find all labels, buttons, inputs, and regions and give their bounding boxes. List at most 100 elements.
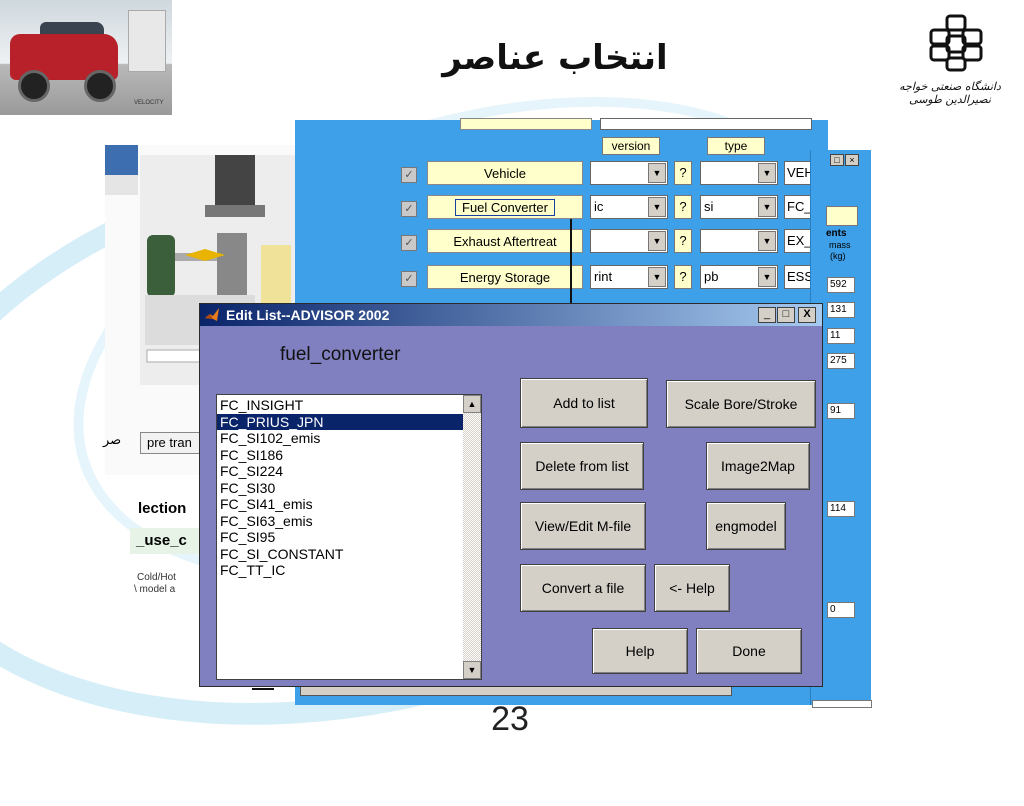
add-to-list-button[interactable]: Add to list <box>520 378 648 428</box>
type-header: type <box>707 137 765 155</box>
car-wheel <box>18 70 50 102</box>
list-item[interactable]: FC_SI95 <box>220 529 276 545</box>
fuel-converter-help-button[interactable]: ? <box>674 195 692 219</box>
energy-storage-checkbox[interactable]: ✓ <box>401 271 417 287</box>
dialog-title-bar[interactable] <box>200 304 822 326</box>
exhaust-type-combo[interactable]: ▼ <box>700 229 778 253</box>
ents-label: ents <box>826 228 847 239</box>
selection-label: lection <box>138 500 187 517</box>
fuel-converter-button[interactable]: Fuel Converter <box>427 195 583 219</box>
diagram-band <box>105 175 138 195</box>
pre-tran-field[interactable]: pre tran <box>140 432 202 454</box>
fuel-converter-checkbox[interactable]: ✓ <box>401 201 417 217</box>
mass-value[interactable]: 91 <box>827 403 855 419</box>
close-button[interactable]: X <box>798 307 816 323</box>
university-logo-icon <box>929 14 983 72</box>
mass-value[interactable]: 11 <box>827 328 855 344</box>
kg-label: (kg) <box>830 251 846 261</box>
exhaust-help-button[interactable]: ? <box>674 229 692 253</box>
list-item-selected[interactable]: FC_PRIUS_JPN <box>217 413 463 430</box>
chevron-down-icon: ▼ <box>758 163 776 183</box>
delete-from-list-button[interactable]: Delete from list <box>520 442 644 490</box>
mass-value[interactable]: 0 <box>827 602 855 618</box>
fuel-converter-label: Fuel Converter <box>455 199 555 216</box>
exhaust-version-combo[interactable]: ▼ <box>590 229 668 253</box>
list-item[interactable]: FC_SI186 <box>220 446 284 463</box>
fuel-converter-listbox[interactable]: FC_INSIGHT FC_PRIUS_JPN FC_SI102_emis FC… <box>216 394 482 680</box>
scroll-up-icon[interactable]: ▲ <box>463 395 481 413</box>
version-header: version <box>602 137 660 155</box>
close-icon[interactable]: × <box>845 154 859 166</box>
page-number: 23 <box>491 700 529 738</box>
exhaust-aftertreat-button[interactable]: Exhaust Aftertreat <box>427 229 583 253</box>
list-item[interactable]: FC_SI41_emis <box>220 496 313 512</box>
vehicle-version-combo[interactable]: ▼ <box>590 161 668 185</box>
done-button[interactable]: Done <box>696 628 802 674</box>
vehicle-button[interactable]: Vehicle <box>427 161 583 185</box>
chevron-down-icon: ▼ <box>758 231 776 251</box>
top-clipped-combo <box>600 118 812 130</box>
connector-line <box>570 219 572 321</box>
dialog-title: Edit List--ADVISOR 2002 <box>226 307 390 323</box>
energy-storage-type-combo[interactable]: pb▼ <box>700 265 778 289</box>
mass-value[interactable]: 131 <box>827 302 855 318</box>
energy-storage-button[interactable]: Energy Storage <box>427 265 583 289</box>
cold-hot-text: Cold/Hot <box>137 572 176 583</box>
chevron-down-icon: ▼ <box>648 267 666 287</box>
list-item[interactable]: FC_SI_CONSTANT <box>220 545 344 562</box>
list-item[interactable]: FC_SI102_emis <box>220 430 321 446</box>
chevron-down-icon: ▼ <box>648 197 666 217</box>
vehicle-type-combo[interactable]: ▼ <box>700 161 778 185</box>
car-display-sign <box>128 10 166 72</box>
listbox-scrollbar[interactable]: ▲ ▼ <box>463 395 481 679</box>
car-wheel <box>84 70 116 102</box>
exhaust-checkbox[interactable]: ✓ <box>401 235 417 251</box>
slide-title: انتخاب عناصر <box>442 38 668 78</box>
fuel-converter-type-combo[interactable]: si▼ <box>700 195 778 219</box>
left-fragment-text: صر <box>103 432 122 447</box>
list-item[interactable]: FC_INSIGHT <box>220 397 304 413</box>
chevron-down-icon: ▼ <box>758 267 776 287</box>
minimize-button[interactable]: _ <box>758 307 776 323</box>
diagram-header-bar <box>105 145 138 175</box>
vehicle-help-button[interactable]: ? <box>674 161 692 185</box>
car-caption: VELOCITY <box>134 100 164 106</box>
mass-value[interactable]: 114 <box>827 501 855 517</box>
energy-storage-help-button[interactable]: ? <box>674 265 692 289</box>
edit-list-dialog: Edit List--ADVISOR 2002 _ □ X fuel_conve… <box>199 303 823 687</box>
help-button[interactable]: Help <box>592 628 688 674</box>
bottom-bracket <box>252 688 274 690</box>
chevron-down-icon: ▼ <box>758 197 776 217</box>
bottom-clipped-field <box>812 700 872 708</box>
scroll-down-icon[interactable]: ▼ <box>463 661 481 679</box>
list-items: FC_INSIGHT FC_PRIUS_JPN FC_SI102_emis FC… <box>217 397 463 579</box>
mass-field-top <box>826 206 858 226</box>
mass-value[interactable]: 592 <box>827 277 855 293</box>
matlab-icon <box>205 308 219 321</box>
convert-file-button[interactable]: Convert a file <box>520 564 646 612</box>
car-photo: VELOCITY <box>0 0 172 115</box>
fuel-converter-version-combo[interactable]: ic▼ <box>590 195 668 219</box>
list-item[interactable]: FC_SI30 <box>220 479 276 496</box>
component-label: fuel_converter <box>280 344 401 365</box>
engmodel-button[interactable]: engmodel <box>706 502 786 550</box>
view-edit-mfile-button[interactable]: View/Edit M-file <box>520 502 646 550</box>
image2map-button[interactable]: Image2Map <box>706 442 810 490</box>
vehicle-checkbox[interactable]: ✓ <box>401 167 417 183</box>
chevron-down-icon: ▼ <box>648 231 666 251</box>
maximize-icon[interactable]: □ <box>830 154 844 166</box>
arrow-help-button[interactable]: <- Help <box>654 564 730 612</box>
mass-label: mass <box>829 240 851 250</box>
chevron-down-icon: ▼ <box>648 163 666 183</box>
top-clipped-button <box>460 118 592 130</box>
use-cold-field: _use_c <box>130 528 202 554</box>
mass-value[interactable]: 275 <box>827 353 855 369</box>
model-text: \ model a <box>134 584 176 595</box>
university-name: دانشگاه صنعتی خواجه نصیرالدین طوسی <box>899 80 1001 106</box>
maximize-button[interactable]: □ <box>777 307 795 323</box>
scale-bore-stroke-button[interactable]: Scale Bore/Stroke <box>666 380 816 428</box>
energy-storage-version-combo[interactable]: rint▼ <box>590 265 668 289</box>
list-item[interactable]: FC_TT_IC <box>220 562 286 578</box>
list-item[interactable]: FC_SI224 <box>220 463 284 479</box>
list-item[interactable]: FC_SI63_emis <box>220 512 313 529</box>
